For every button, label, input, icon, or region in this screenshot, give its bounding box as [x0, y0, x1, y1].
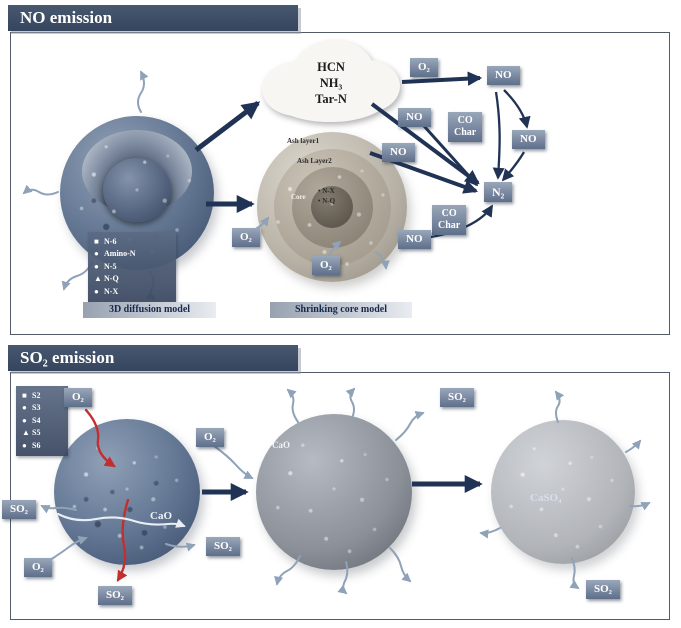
- nh3-label: NH₃: [319, 75, 343, 90]
- legend-label: S2: [32, 391, 41, 400]
- model-label-3d-diffusion: 3D diffusion model: [83, 302, 216, 318]
- no-badge-top: NO: [487, 66, 520, 85]
- so2-badge-red-out: SO₂: [98, 586, 132, 605]
- core-nx-label: • N-X: [318, 187, 335, 195]
- legend-item: ● S4: [22, 415, 62, 427]
- cao-label-mid-sphere: CaO: [272, 440, 290, 450]
- o2-badge-cloud: O₂: [410, 58, 438, 77]
- legend-item: ● N-5: [94, 261, 170, 273]
- ash-layer2-ring: [291, 166, 373, 248]
- sphere-inner-core: [103, 157, 171, 223]
- cloud-puff: [274, 78, 386, 122]
- o2-badge-mid: O₂: [196, 428, 224, 447]
- legend-marker: ●: [22, 415, 27, 425]
- char-label: Char: [438, 220, 461, 231]
- hcn-label: HCN: [317, 59, 345, 74]
- legend-item: ● S3: [22, 402, 62, 414]
- co-char-badge-lower: CO Char: [432, 205, 467, 235]
- legend-item: ● S6: [22, 440, 62, 452]
- no-badge-bottom: NO: [398, 230, 431, 249]
- cao-sorbent-sphere: [256, 414, 412, 570]
- o2-badge-top: O₂: [64, 388, 92, 407]
- legend-marker: ●: [22, 440, 27, 450]
- legend-label: S3: [32, 403, 41, 413]
- no-badge-mid: NO: [398, 108, 431, 127]
- no-emission-header: NO emission: [8, 5, 298, 31]
- char-particle-sulfur-sphere: [54, 419, 200, 565]
- legend-item: ■ S2: [22, 390, 62, 402]
- sphere-cutaway: [81, 129, 193, 214]
- cao-label-left-sphere: CaO: [150, 510, 172, 522]
- ash-layer2-label: Ash Layer2: [297, 157, 332, 165]
- legend-marker: ■: [94, 237, 99, 246]
- co-char-badge-upper: CO Char: [448, 112, 483, 142]
- legend-label: S5: [32, 428, 41, 438]
- legend-label: N-5: [104, 261, 117, 271]
- legend-item: ● Amino-N: [94, 248, 170, 260]
- legend-marker: ▲: [94, 274, 102, 284]
- tar-n-label: Tar-N: [315, 92, 347, 107]
- caso4-label: CaSO₄: [530, 492, 562, 504]
- model-label-shrinking-core: Shrinking core model: [270, 302, 412, 318]
- ash-layer1-ring: [273, 148, 391, 266]
- o2-badge-bottom: O₂: [24, 558, 52, 577]
- cloud-species-list: HCN NH₃ Tar-N: [256, 38, 406, 128]
- legend-marker: ●: [94, 261, 99, 271]
- sulfur-species-legend: ■ S2 ● S3 ● S4 ▲S5 ● S6: [16, 386, 68, 456]
- legend-item: ■ N-6: [94, 236, 170, 248]
- ash-layer1-label: Ash layer1: [287, 137, 320, 145]
- no-badge-sphere: NO: [382, 143, 415, 162]
- legend-label: S6: [32, 440, 41, 450]
- char-particle-3d-sphere: [60, 116, 214, 270]
- char-label: Char: [454, 127, 477, 138]
- so2-emission-header: SO₂ emission: [8, 345, 298, 371]
- so2-badge-left: SO₂: [2, 500, 36, 519]
- co-label: CO: [457, 115, 473, 126]
- legend-item: ▲S5: [22, 427, 62, 439]
- core-label: Core: [291, 193, 306, 201]
- legend-label: S4: [32, 415, 41, 425]
- legend-marker: ●: [94, 249, 99, 259]
- volatile-nitrogen-cloud: HCN NH₃ Tar-N: [256, 38, 406, 128]
- legend-item: ▲N-Q: [94, 273, 170, 285]
- so2-badge-mid: SO₂: [206, 537, 240, 556]
- legend-label: N-6: [104, 237, 117, 246]
- so2-badge-top: SO₂: [440, 388, 474, 407]
- no-badge-right: NO: [512, 130, 545, 149]
- core-nq-label: • N-Q: [318, 197, 336, 205]
- o2-badge-bottom: O₂: [312, 256, 340, 275]
- legend-label: Amino-N: [104, 249, 136, 259]
- legend-marker: ▲: [22, 428, 30, 438]
- legend-label: N-Q: [104, 274, 119, 284]
- legend-marker: ■: [22, 391, 27, 400]
- legend-marker: ●: [94, 286, 99, 296]
- o2-badge-left: O₂: [232, 228, 260, 247]
- n2-badge: N₂: [484, 182, 513, 202]
- legend-item: ● N-X: [94, 286, 170, 298]
- legend-marker: ●: [22, 403, 27, 413]
- nitrogen-species-legend: ■ N-6 ● Amino-N ● N-5 ▲N-Q ● N-X: [88, 232, 176, 302]
- co-label: CO: [441, 208, 457, 219]
- legend-label: N-X: [104, 286, 119, 296]
- so2-badge-right: SO₂: [586, 580, 620, 599]
- caso4-product-sphere: [491, 420, 635, 564]
